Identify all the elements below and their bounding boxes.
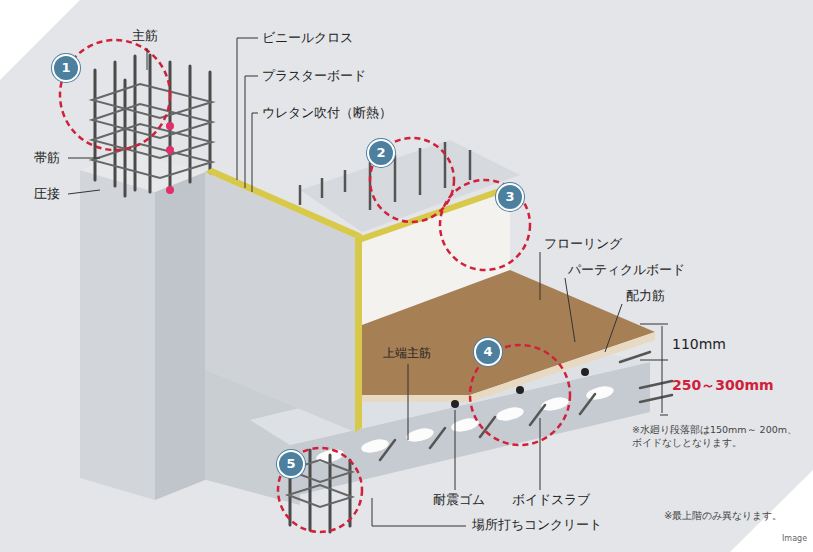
watermark: Image (782, 534, 807, 544)
callout-number: 1 (52, 54, 80, 82)
part-label: フローリング (544, 236, 622, 252)
dimension-label: 250～300mm (672, 377, 774, 394)
part-label: 配力筋 (626, 288, 665, 304)
callout-number: 3 (496, 183, 524, 211)
part-label: 場所打ちコンクリート (472, 517, 602, 533)
note-text: ※水廻り段落部は150mm～ 200m、ボイドなしとなります。 (632, 424, 802, 450)
part-label: 圧接 (34, 186, 60, 202)
part-label: 主筋 (132, 28, 158, 44)
callout-number: 2 (367, 139, 395, 167)
part-label: 上端主筋 (383, 346, 431, 360)
part-label: ウレタン吹付（断熱） (262, 105, 392, 121)
part-label: ボイドスラブ (512, 492, 590, 508)
part-label: 帯筋 (34, 150, 60, 166)
note-text: ※最上階のみ異なります。 (664, 510, 782, 522)
part-label: パーティクルボード (568, 262, 685, 278)
part-label: ビニールクロス (262, 30, 353, 46)
callout-number: 5 (277, 450, 305, 478)
part-label: 耐震ゴム (433, 492, 485, 508)
dimension-label: 110mm (672, 336, 726, 353)
part-label: プラスターボード (262, 68, 366, 84)
callout-number: 4 (474, 338, 502, 366)
